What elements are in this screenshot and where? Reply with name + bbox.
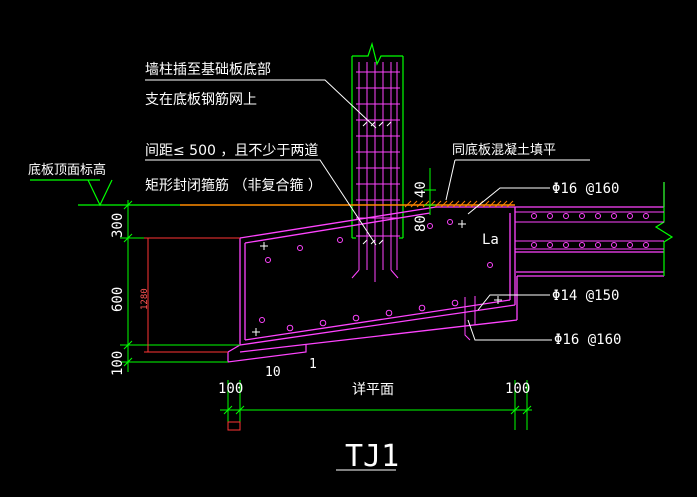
slab-outline	[436, 182, 665, 277]
column-slash-marks	[362, 121, 392, 245]
leader-lines	[145, 79, 590, 341]
column-vertical-bars	[358, 62, 398, 282]
drawing-title: TJ1	[345, 439, 399, 474]
dim-80-label: 80	[413, 215, 429, 232]
column-ties	[356, 71, 400, 237]
foundation-outline	[227, 206, 518, 353]
slab-rebar-top	[515, 211, 664, 223]
dim-300-label: 300	[110, 213, 126, 238]
dim-40-label: 40	[413, 181, 429, 198]
dim-100-left-label: 100	[218, 381, 243, 397]
foundation-corner-marks	[252, 220, 502, 336]
wall-column	[351, 41, 404, 239]
rebar-mid-label: Φ14 @150	[552, 288, 619, 304]
dim-1-label: 1	[309, 357, 317, 372]
foundation-bars	[259, 219, 493, 332]
level-symbol	[30, 179, 180, 207]
dim-600-label: 600	[110, 287, 126, 312]
small-width-marker	[227, 421, 241, 431]
foundation-base-slope	[227, 344, 307, 363]
note-spacing-line2: 矩形封闭箍筋 （非复合箍 ）	[145, 177, 322, 194]
dim-1280	[144, 237, 240, 353]
rebar-transition	[464, 296, 476, 341]
note-same-concrete: 同底板混凝土填平	[452, 142, 556, 158]
anchor-length-label: La	[482, 232, 499, 248]
dim-1280-label: 1280	[140, 288, 150, 310]
column-hooks	[351, 269, 399, 279]
bottom-dimension-chain	[220, 380, 532, 430]
dim-100-vertical-label: 100	[110, 351, 126, 376]
dim-10-label: 10	[265, 365, 281, 380]
rebar-top-label: Φ16 @160	[552, 181, 619, 197]
plan-reference-label: 详平面	[352, 382, 394, 398]
left-dimension-chain	[120, 200, 240, 372]
slab-break-line	[654, 182, 674, 276]
dim-40-80	[424, 168, 436, 215]
slab-rebar-bottom	[515, 240, 664, 250]
rebar-bottom-label: Φ16 @160	[554, 332, 621, 348]
note-wall-insert-line1: 墙柱插至基础板底部	[145, 61, 271, 78]
dim-100-right-label: 100	[505, 381, 530, 397]
note-slab-level: 底板顶面标高	[28, 162, 106, 178]
note-wall-insert-line2: 支在底板钢筋网上	[145, 91, 257, 108]
note-spacing-line1: 间距≤ 500 ，且不少于两道	[145, 143, 318, 159]
concrete-fill-hatch	[404, 200, 514, 208]
